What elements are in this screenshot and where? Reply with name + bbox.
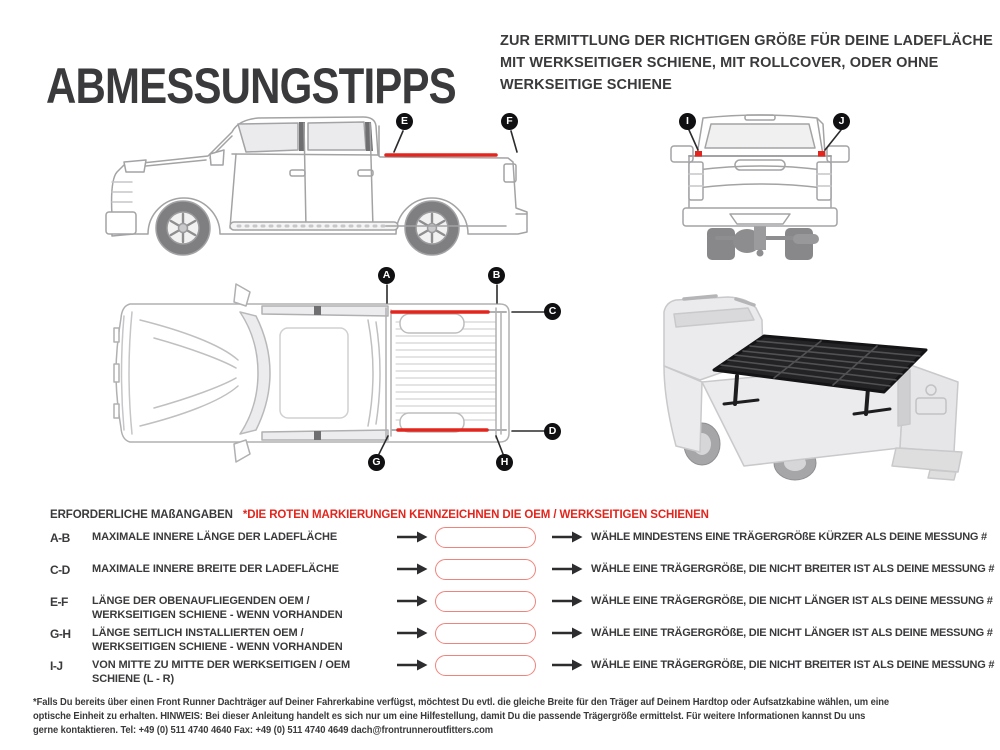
subtitle-line: WERKSEITIGE SCHIENE: [500, 77, 672, 93]
arrow-right-icon: [397, 595, 428, 607]
marker-i: I: [679, 113, 696, 130]
footnote-line: *Falls Du bereits über einen Front Runne…: [33, 697, 890, 708]
range-label: G-H: [50, 627, 71, 641]
measurement-row-ef: E-F LÄNGE DER OBENAUFLIEGENDEN OEM / WER…: [0, 591, 1000, 621]
selection-rule: WÄHLE EINE TRÄGERGRÖßE, DIE NICHT BREITE…: [591, 659, 995, 671]
subtitle: ZUR ERMITTLUNG DER RICHTIGEN GRÖßE FÜR D…: [500, 30, 993, 96]
truck-side-view: [105, 116, 528, 257]
measurement-description: LÄNGE DER OBENAUFLIEGENDEN OEM / WERKSEI…: [92, 595, 343, 621]
range-label: A-B: [50, 531, 70, 545]
arrow-right-icon: [552, 563, 583, 575]
marker-h: H: [496, 454, 513, 471]
marker-f: F: [501, 113, 518, 130]
measurement-input-ab[interactable]: [435, 527, 536, 548]
truck-rear-view: [670, 114, 850, 260]
measurements-heading: ERFORDERLICHE MAßANGABEN: [50, 509, 233, 521]
footnote: *Falls Du bereits über einen Front Runne…: [33, 696, 944, 738]
truck-top-view: [113, 283, 545, 463]
measurement-row-ij: I-J VON MITTE ZU MITTE DER WERKSEITIGEN …: [0, 655, 1000, 685]
measurement-row-cd: C-D MAXIMALE INNERE BREITE DER LADEFLÄCH…: [0, 559, 1000, 589]
arrow-right-icon: [397, 531, 428, 543]
selection-rule: WÄHLE MINDESTENS EINE TRÄGERGRÖßE KÜRZER…: [591, 531, 987, 543]
selection-rule: WÄHLE EINE TRÄGERGRÖßE, DIE NICHT LÄNGER…: [591, 595, 993, 607]
arrow-right-icon: [397, 627, 428, 639]
marker-g: G: [368, 454, 385, 471]
measurement-input-gh[interactable]: [435, 623, 536, 644]
page-title: ABMESSUNGSTIPPS: [46, 57, 457, 114]
marker-b: B: [488, 267, 505, 284]
measurement-description: LÄNGE SEITLICH INSTALLIERTEN OEM / WERKS…: [92, 627, 343, 653]
range-label: I-J: [50, 659, 63, 673]
measurement-input-ij[interactable]: [435, 655, 536, 676]
measurement-description: VON MITTE ZU MITTE DER WERKSEITIGEN / OE…: [92, 659, 351, 685]
selection-rule: WÄHLE EINE TRÄGERGRÖßE, DIE NICHT LÄNGER…: [591, 627, 993, 639]
measurement-row-gh: G-H LÄNGE SEITLICH INSTALLIERTEN OEM / W…: [0, 623, 1000, 653]
marker-a: A: [378, 267, 395, 284]
selection-rule: WÄHLE EINE TRÄGERGRÖßE, DIE NICHT BREITE…: [591, 563, 995, 575]
measurements-header: ERFORDERLICHE MAßANGABEN *DIE ROTEN MARKI…: [50, 509, 709, 521]
arrow-right-icon: [552, 595, 583, 607]
footnote-line: gerne kontaktieren. Tel: +49 (0) 511 474…: [33, 725, 494, 736]
measurement-input-cd[interactable]: [435, 559, 536, 580]
red-markings-note: *DIE ROTEN MARKIERUNGEN KENNZEICHNEN DIE…: [242, 509, 709, 521]
subtitle-line: MIT WERKSEITIGER SCHIENE, MIT ROLLCOVER,…: [500, 55, 939, 71]
range-label: E-F: [50, 595, 68, 609]
marker-c: C: [544, 303, 561, 320]
arrow-right-icon: [552, 627, 583, 639]
measurement-description: MAXIMALE INNERE BREITE DER LADEFLÄCHE: [92, 563, 339, 575]
marker-d: D: [544, 423, 561, 440]
subtitle-line: ZUR ERMITTLUNG DER RICHTIGEN GRÖßE FÜR D…: [500, 33, 993, 49]
arrow-right-icon: [552, 531, 583, 543]
arrow-right-icon: [397, 659, 428, 671]
range-label: C-D: [50, 563, 70, 577]
footnote-line: optische Einheit zu erhalten. HINWEIS: B…: [33, 711, 866, 722]
measurement-input-ef[interactable]: [435, 591, 536, 612]
marker-j: J: [833, 113, 850, 130]
truck-rack-illustration: [663, 294, 963, 481]
measurement-row-ab: A-B MAXIMALE INNERE LÄNGE DER LADEFLÄCHE…: [0, 527, 1000, 557]
arrow-right-icon: [552, 659, 583, 671]
arrow-right-icon: [397, 563, 428, 575]
marker-e: E: [396, 113, 413, 130]
measurement-description: MAXIMALE INNERE LÄNGE DER LADEFLÄCHE: [92, 531, 338, 543]
